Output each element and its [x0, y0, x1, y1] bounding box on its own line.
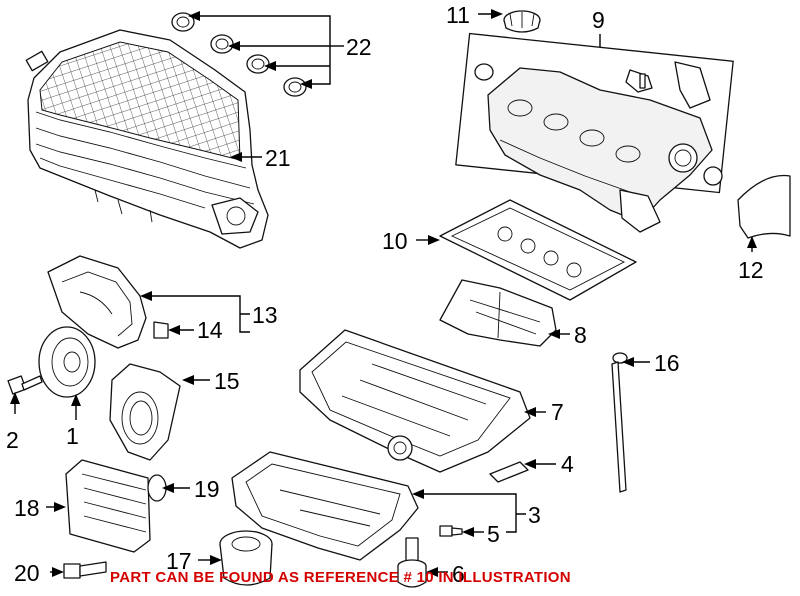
leader-lines [10, 9, 757, 577]
callout-10: 10 [382, 228, 408, 254]
pulley-bolt [7, 375, 43, 395]
baffle-plate [439, 279, 557, 347]
callout-4: 4 [561, 451, 574, 477]
oil-cooler [65, 459, 151, 553]
callout-18: 18 [14, 495, 40, 521]
callout-1: 1 [66, 423, 79, 449]
intake-manifold [25, 29, 269, 249]
callout-6: 6 [452, 561, 465, 587]
reference-note: PART CAN BE FOUND AS REFERENCE # 10 IN I… [110, 569, 571, 586]
valve-cover-gasket [439, 199, 637, 301]
crankshaft-pulley [38, 326, 96, 398]
callout-9: 9 [592, 7, 605, 33]
oil-filler-cap [503, 10, 541, 33]
callout-8: 8 [574, 322, 587, 348]
heat-shield [737, 174, 791, 239]
drain-plug [397, 537, 427, 588]
callout-17: 17 [166, 548, 192, 574]
callout-2: 2 [6, 427, 19, 453]
cover-seal [153, 321, 169, 339]
callout-19: 19 [194, 476, 220, 502]
callout-16: 16 [654, 350, 680, 376]
timing-cover [47, 255, 147, 349]
seal-carrier [109, 363, 181, 461]
cooler-bolt [63, 561, 107, 579]
callout-20: 20 [14, 560, 40, 586]
callout-11: 11 [446, 2, 470, 28]
callout-7: 7 [551, 399, 564, 425]
pan-bolt [439, 525, 463, 537]
callout-14: 14 [197, 317, 223, 343]
valve-cover [474, 61, 723, 233]
dipstick [611, 352, 628, 493]
manifold-seals [171, 12, 307, 97]
callout-21: 21 [265, 145, 291, 171]
oil-sensor [489, 461, 529, 483]
callout-5: 5 [487, 521, 500, 547]
callout-12: 12 [738, 257, 764, 283]
callout-22: 22 [346, 34, 372, 60]
callout-13: 13 [252, 302, 278, 328]
upper-oil-pan [299, 329, 531, 473]
callout-15: 15 [214, 368, 240, 394]
oil-filter [219, 530, 273, 586]
callout-3: 3 [528, 502, 541, 528]
lower-oil-pan [231, 451, 419, 561]
